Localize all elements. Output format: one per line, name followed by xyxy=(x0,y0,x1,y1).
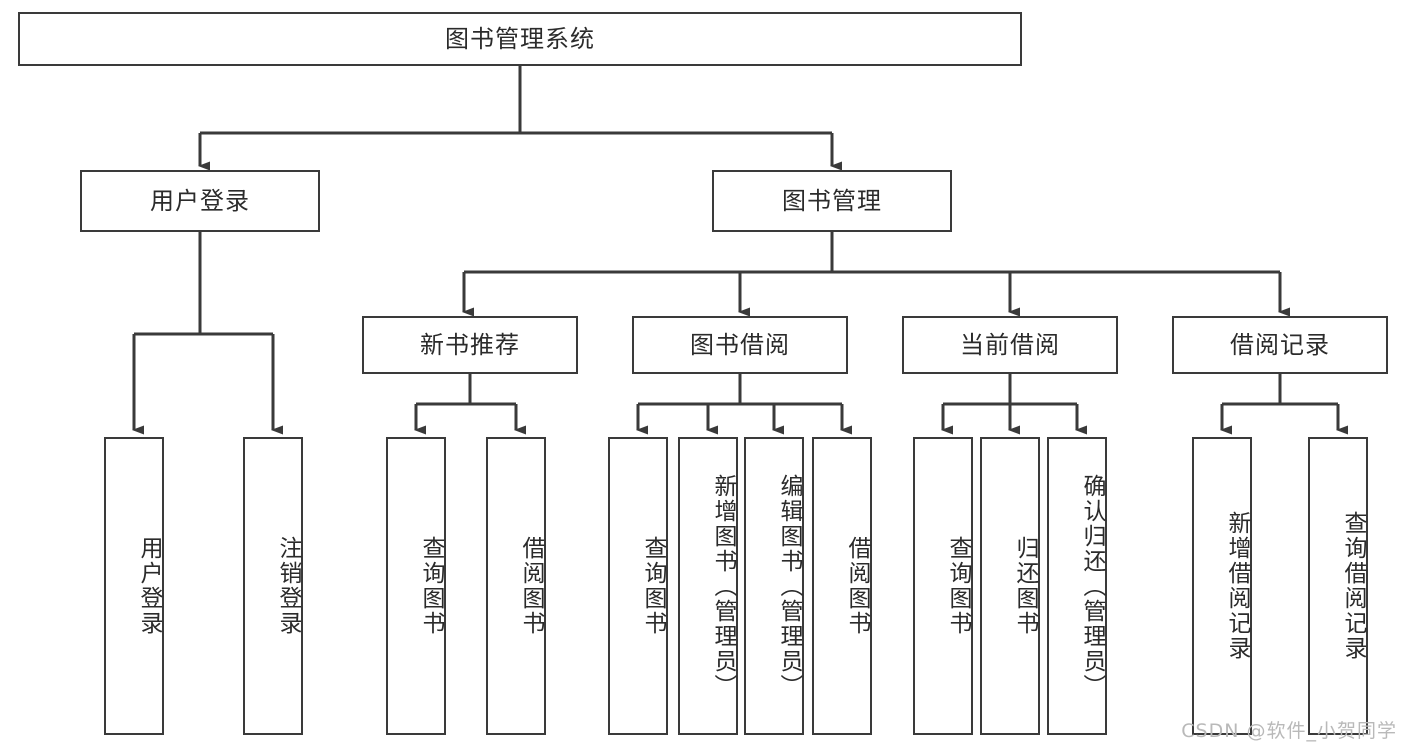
node-leaf-new-book-borrow-label: 借阅图书 xyxy=(518,536,544,636)
node-new-book-recommend[interactable]: 新书推荐 xyxy=(362,316,578,374)
node-borrow-record[interactable]: 借阅记录 xyxy=(1172,316,1388,374)
node-leaf-book-borrow-edit[interactable]: 编辑图书（管理员） xyxy=(744,437,804,735)
csdn-watermark: CSDN @软件_小贺同学 xyxy=(1181,720,1397,742)
node-leaf-user-login-signin-label: 用户登录 xyxy=(136,536,162,636)
node-leaf-current-borrow-confirm-return-label: 确认归还（管理员） xyxy=(1079,473,1105,699)
node-leaf-current-borrow-query-label: 查询图书 xyxy=(945,536,971,636)
node-leaf-borrow-record-query[interactable]: 查询借阅记录 xyxy=(1308,437,1368,735)
node-user-login-label: 用户登录 xyxy=(150,186,250,215)
node-leaf-book-borrow-query[interactable]: 查询图书 xyxy=(608,437,668,735)
node-leaf-user-login-signout-label: 注销登录 xyxy=(275,536,301,636)
node-leaf-borrow-record-add-label: 新增借阅记录 xyxy=(1224,511,1250,661)
node-leaf-current-borrow-confirm-return[interactable]: 确认归还（管理员） xyxy=(1047,437,1107,735)
node-leaf-current-borrow-return-label: 归还图书 xyxy=(1012,536,1038,636)
node-book-management[interactable]: 图书管理 xyxy=(712,170,952,232)
node-leaf-current-borrow-query[interactable]: 查询图书 xyxy=(913,437,973,735)
node-leaf-new-book-borrow[interactable]: 借阅图书 xyxy=(486,437,546,735)
node-current-borrow[interactable]: 当前借阅 xyxy=(902,316,1118,374)
node-leaf-user-login-signin[interactable]: 用户登录 xyxy=(104,437,164,735)
node-leaf-book-borrow-add[interactable]: 新增图书（管理员） xyxy=(678,437,738,735)
node-leaf-new-book-query-label: 查询图书 xyxy=(418,536,444,636)
node-leaf-borrow-record-add[interactable]: 新增借阅记录 xyxy=(1192,437,1252,735)
node-leaf-user-login-signout[interactable]: 注销登录 xyxy=(243,437,303,735)
node-leaf-book-borrow-edit-label: 编辑图书（管理员） xyxy=(776,473,802,699)
node-leaf-book-borrow-add-label: 新增图书（管理员） xyxy=(710,473,736,699)
node-new-book-recommend-label: 新书推荐 xyxy=(420,330,520,359)
node-leaf-book-borrow-borrow-label: 借阅图书 xyxy=(844,536,870,636)
node-leaf-book-borrow-borrow[interactable]: 借阅图书 xyxy=(812,437,872,735)
node-leaf-borrow-record-query-label: 查询借阅记录 xyxy=(1340,511,1366,661)
node-borrow-record-label: 借阅记录 xyxy=(1230,330,1330,359)
node-leaf-current-borrow-return[interactable]: 归还图书 xyxy=(980,437,1040,735)
node-leaf-book-borrow-query-label: 查询图书 xyxy=(640,536,666,636)
node-user-login[interactable]: 用户登录 xyxy=(80,170,320,232)
node-book-borrow[interactable]: 图书借阅 xyxy=(632,316,848,374)
node-current-borrow-label: 当前借阅 xyxy=(960,330,1060,359)
node-root-book-management-system[interactable]: 图书管理系统 xyxy=(18,12,1022,66)
node-book-management-label: 图书管理 xyxy=(782,186,882,215)
node-root-label: 图书管理系统 xyxy=(445,24,595,53)
node-book-borrow-label: 图书借阅 xyxy=(690,330,790,359)
node-leaf-new-book-query[interactable]: 查询图书 xyxy=(386,437,446,735)
